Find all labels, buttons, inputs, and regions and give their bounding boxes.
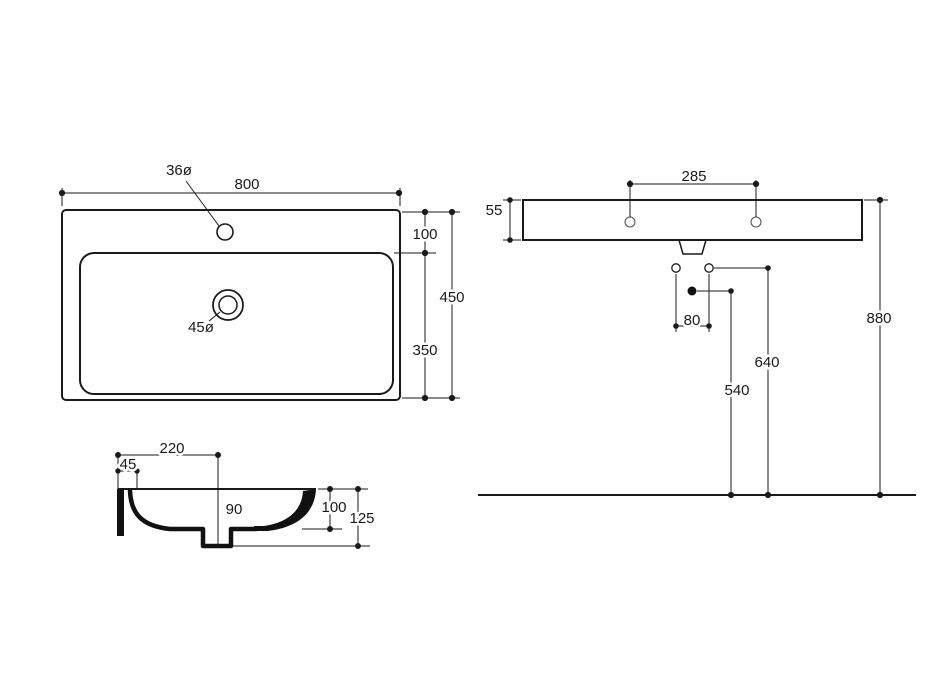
front-view: 285 55 80 540 640 880 [478, 165, 916, 499]
front-dimension-dots [507, 180, 884, 499]
label-trap-height: 540 [724, 382, 749, 399]
front-hole-left [624, 216, 636, 228]
plan-drain-outer [212, 289, 244, 321]
leader-faucet-diameter [185, 180, 220, 227]
front-fixing-hole-left [671, 263, 681, 273]
plan-view: 36ø 800 100 450 350 45ø [58, 159, 467, 402]
label-drain-offset: 220 [159, 440, 184, 457]
label-bowl-depth: 90 [226, 501, 243, 518]
front-drain-fitting [678, 239, 707, 255]
label-bowl-to-front: 350 [412, 342, 437, 359]
plan-drain-inner [218, 295, 238, 315]
label-fixing-height: 640 [754, 354, 779, 371]
leader-drain-diameter [208, 311, 221, 322]
section-view: 220 45 90 100 125 [115, 437, 377, 549]
plan-dimension-dots [58, 189, 456, 402]
plan-faucet-hole [216, 223, 234, 241]
label-overall-width: 800 [234, 176, 259, 193]
label-hole-spacing: 285 [681, 168, 706, 185]
section-front-apron [254, 489, 316, 531]
label-drain-diameter: 45ø [188, 319, 214, 336]
front-trap-point [687, 286, 697, 296]
label-apron-height: 55 [486, 202, 503, 219]
front-hole-right [750, 216, 762, 228]
label-back-ledge: 45 [120, 456, 137, 473]
section-bowl-profile [127, 488, 259, 549]
front-fixing-hole-right [704, 263, 714, 273]
plan-basin-outline [61, 209, 401, 401]
front-basin-slab [522, 199, 863, 241]
section-dimension-dots [115, 452, 361, 549]
label-rim-height: 880 [866, 310, 891, 327]
label-overall-height: 125 [349, 510, 374, 527]
plan-bowl-outline [79, 252, 394, 395]
label-fixing-spacing: 80 [684, 312, 701, 329]
label-faucet-diameter: 36ø [166, 162, 192, 179]
section-rear-wall [117, 489, 124, 536]
label-overall-depth: 450 [439, 289, 464, 306]
label-edge-to-bowl: 100 [412, 226, 437, 243]
label-inner-height: 100 [321, 499, 346, 516]
